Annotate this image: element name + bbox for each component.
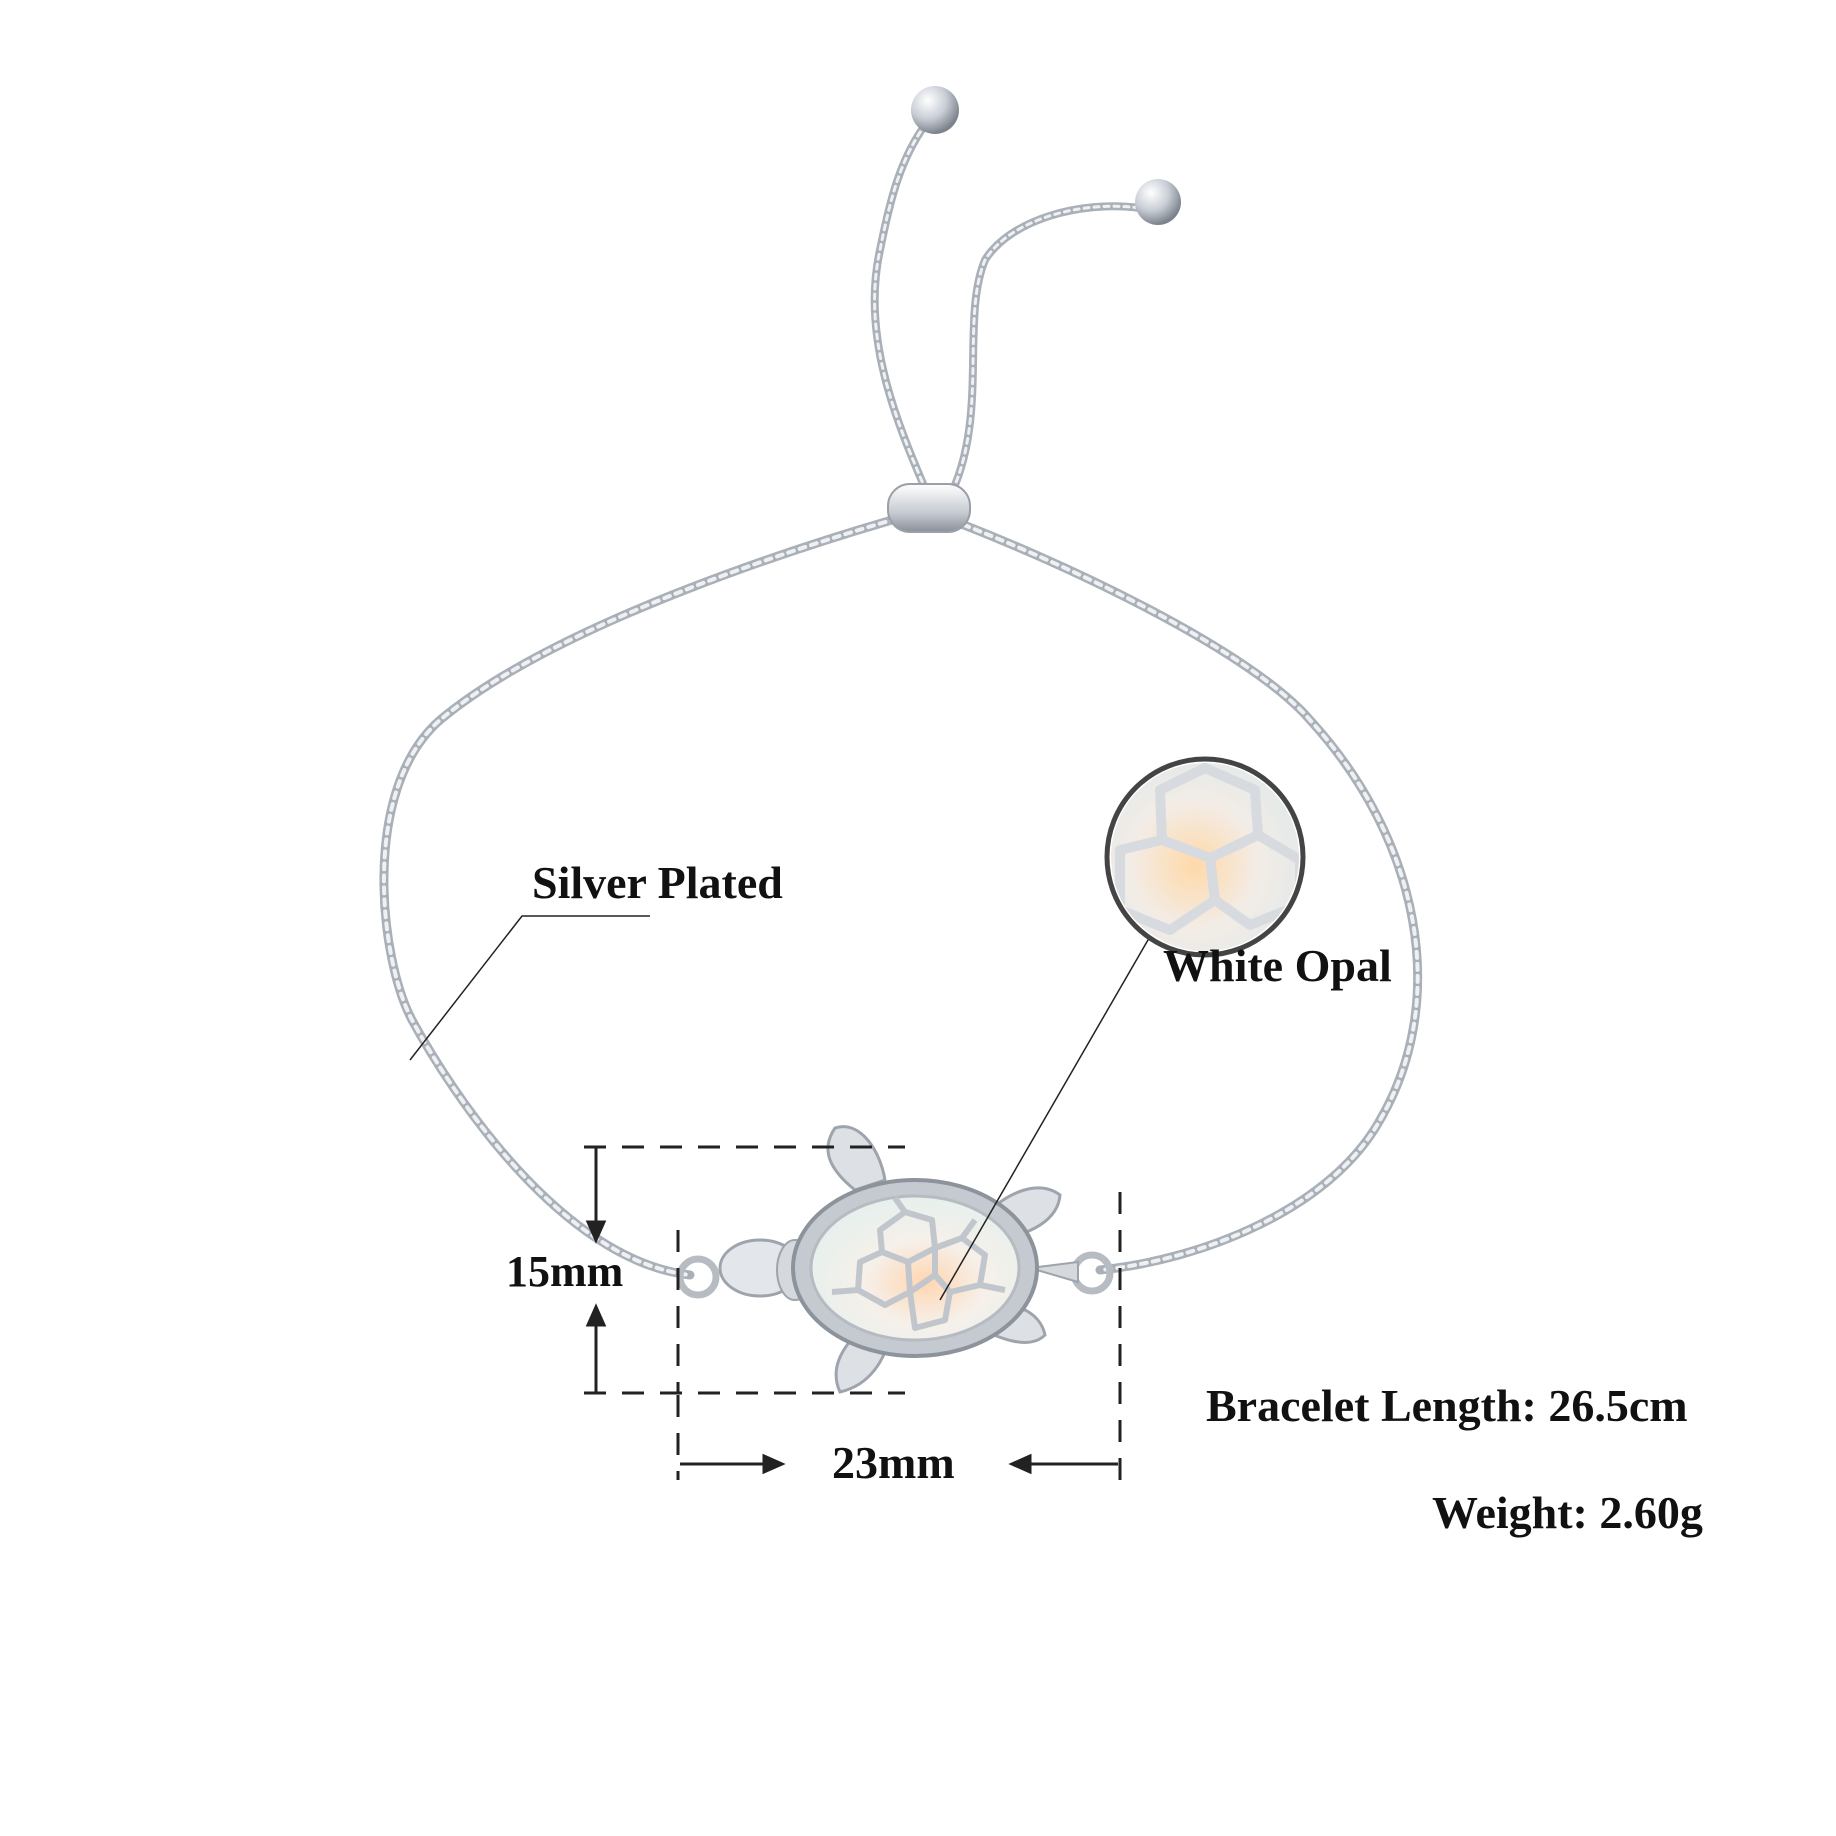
weight-label: Weight: 2.60g [1432,1487,1703,1538]
slider-bead [887,483,971,533]
turtle-tail [1029,1260,1079,1284]
end-bead-right [1135,179,1181,225]
chain-tail-left [870,121,934,504]
white-opal-label: White Opal [1163,940,1392,991]
chain-tail-right [944,202,1144,504]
opal-zoom-inset [1104,756,1306,958]
end-bead-left [911,86,959,134]
height-label: 15mm [506,1247,624,1296]
shell-pattern [831,1196,1006,1331]
width-label: 23mm [832,1437,955,1488]
connector-ring-left [676,1255,720,1299]
bracelet-length-label: Bracelet Length: 26.5cm [1206,1380,1688,1431]
silver-plated-leader [409,915,650,1061]
turtle-charm [676,1125,1114,1394]
width-arrows [680,1453,1118,1475]
bracelet-chain [379,121,1423,1280]
silver-plated-label: Silver Plated [532,857,783,908]
dimension-guides [584,1145,1122,1480]
turtle-flipper-front-left [826,1125,887,1192]
white-opal-leader [939,932,1153,1301]
height-arrows [585,1148,607,1393]
